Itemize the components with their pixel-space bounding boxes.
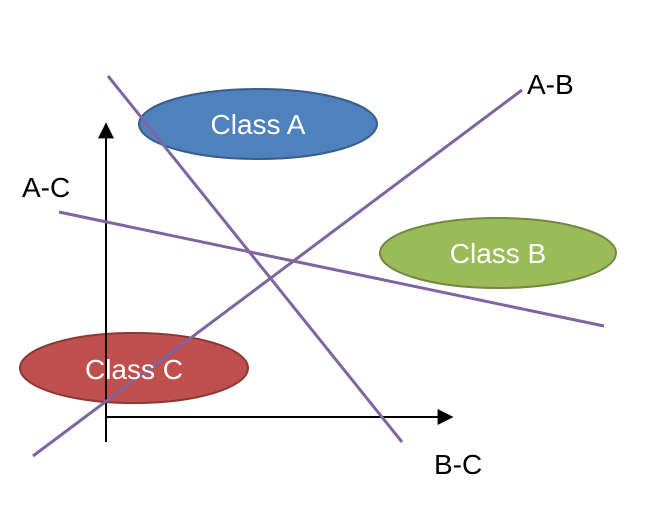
class-a-region [138, 88, 378, 160]
boundary-line-bc [106, 75, 404, 443]
boundary-line-ac [58, 210, 605, 328]
class-b-label: Class B [450, 238, 546, 269]
class-c-label: Class C [85, 354, 183, 385]
boundary-label-ab: A-B [527, 69, 574, 100]
class-a-label: Class A [211, 109, 306, 140]
boundary-line-ab [32, 88, 523, 458]
boundary-label-ac: A-C [22, 172, 70, 203]
boundary-label-bc: B-C [434, 449, 482, 480]
class-b-region [379, 217, 617, 289]
class-c-region [19, 332, 249, 404]
